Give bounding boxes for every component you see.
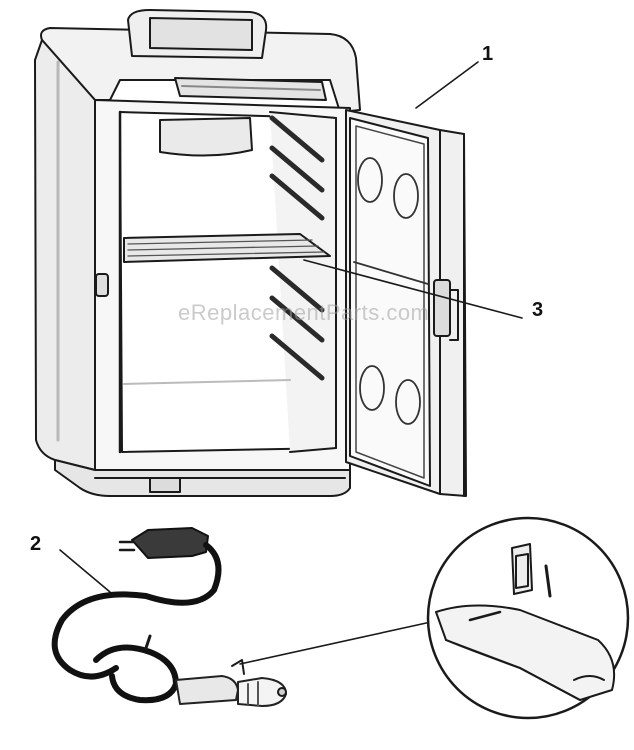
callout-3-latch: 3 (532, 299, 544, 321)
door-assembly (345, 109, 467, 497)
callout-1-door: 1 (482, 43, 494, 65)
fuse-detail-inset (426, 516, 630, 720)
callout-2-power-cord: 2 (30, 533, 42, 555)
watermark-text: eReplacementParts.com (178, 300, 430, 325)
leader-lines (59, 61, 523, 665)
power-cord (51, 527, 287, 707)
cooler-body (34, 9, 361, 497)
